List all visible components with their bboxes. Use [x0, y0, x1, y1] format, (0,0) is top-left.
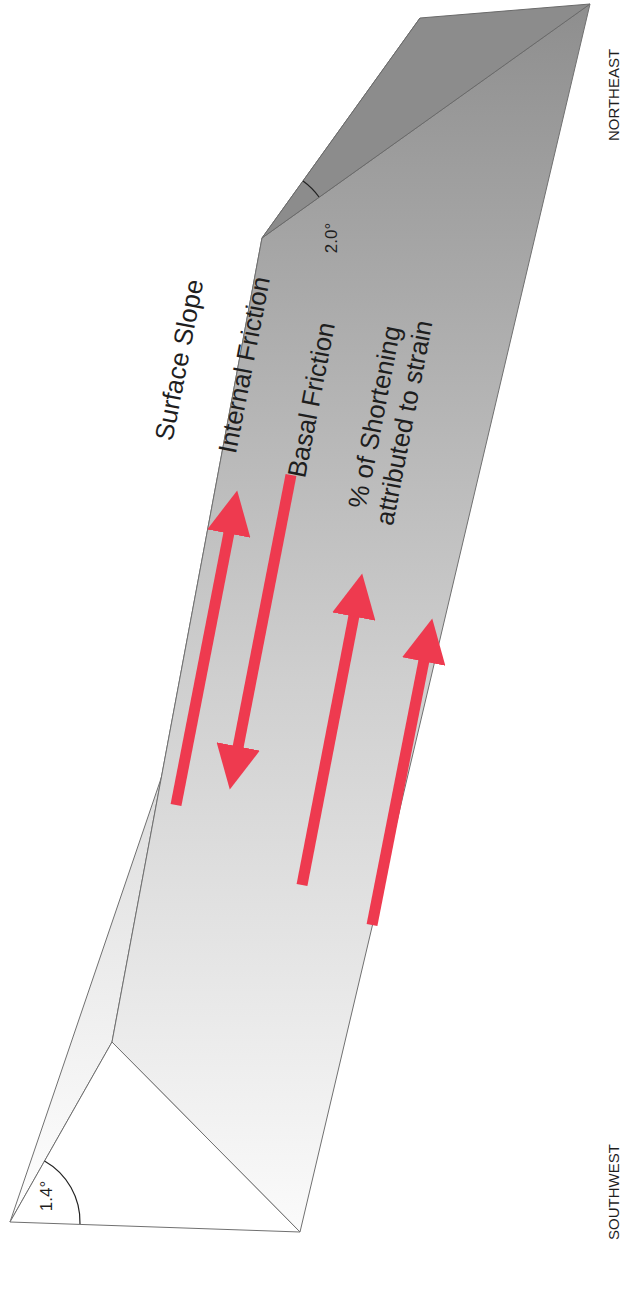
base-face: [112, 4, 590, 1232]
angle-arc: [303, 181, 319, 197]
increase-arrow: [176, 512, 233, 805]
angle-label: 2.0°: [322, 223, 342, 253]
increase-arrow: [372, 640, 428, 925]
decrease-arrow: [234, 475, 291, 768]
trend-label: Surface Slope: [150, 277, 211, 443]
direction-label: NORTHEAST: [605, 49, 622, 141]
angle-label: 1.4°: [37, 1179, 57, 1213]
northeast-end-face: [262, 4, 590, 238]
direction-label: SOUTHWEST: [605, 1144, 622, 1240]
increase-arrow: [302, 595, 358, 885]
southwest-end-face: [10, 1042, 300, 1232]
